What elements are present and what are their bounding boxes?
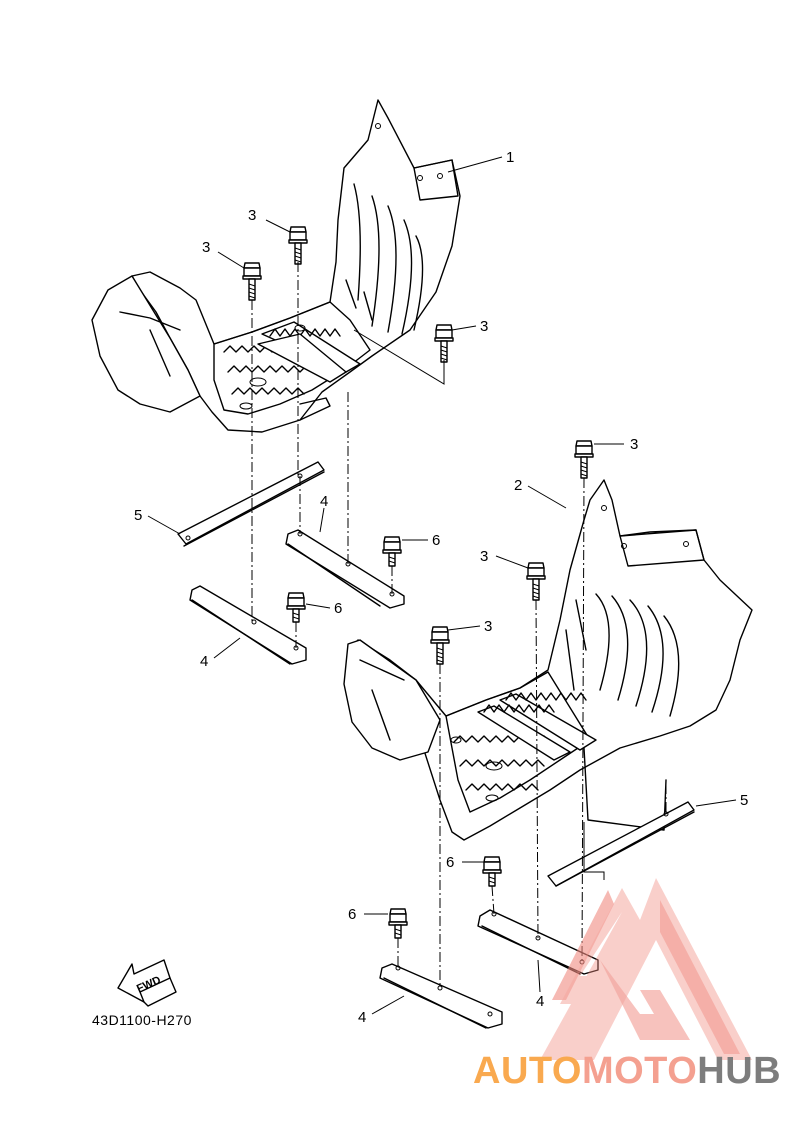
bracket-4-middle [189, 585, 307, 665]
bracket-5-lower [547, 801, 695, 887]
callout-4-a: 4 [320, 493, 328, 510]
bracket-4-lower-right [477, 909, 599, 975]
callout-4-d: 4 [358, 1009, 366, 1026]
callout-6-d: 6 [348, 906, 356, 923]
callout-1: 1 [506, 149, 514, 166]
part-code: 43D1100-H270 [92, 1012, 192, 1028]
bolt-3-d [574, 440, 594, 479]
bolt-3-d-guide [583, 822, 605, 880]
callout-2: 2 [514, 477, 522, 494]
bracket-5-upper [177, 461, 325, 547]
callout-3-c: 3 [480, 318, 488, 335]
callout-3-d: 3 [630, 436, 638, 453]
callout-leaders [147, 156, 737, 1015]
bolt-6-b [286, 592, 306, 623]
bolt-3-e [526, 562, 546, 601]
callout-6-a: 6 [432, 532, 440, 549]
callout-4-c: 4 [536, 993, 544, 1010]
watermark-brand: AUTOMOTOHUB [473, 1050, 781, 1093]
bracket-4-lower-left [379, 963, 503, 1029]
callout-4-b: 4 [200, 653, 208, 670]
automotohub-logo-icon [540, 878, 752, 1060]
bolt-6-c [482, 856, 502, 887]
bolt-3-b [242, 262, 262, 301]
callout-6-c: 6 [446, 854, 454, 871]
bolt-3-f [430, 626, 450, 665]
callout-5-b: 5 [740, 792, 748, 809]
callout-6-b: 6 [334, 600, 342, 617]
bolt-6-d [388, 908, 408, 939]
fwd-arrow-icon: FWD [117, 959, 177, 1007]
bracket-4-upper [285, 529, 405, 609]
brand-moto: MOTO [581, 1050, 698, 1092]
callout-3-b: 3 [202, 239, 210, 256]
callout-5-a: 5 [134, 507, 142, 524]
skid-plate-lower [343, 479, 753, 841]
assembly-lines [251, 262, 667, 988]
bolt-6-a [382, 536, 402, 567]
callout-3-e: 3 [480, 548, 488, 565]
callout-3-f: 3 [484, 618, 492, 635]
brand-hub: HUB [697, 1050, 782, 1092]
bolt-3-c [434, 324, 454, 363]
callout-3-a: 3 [248, 207, 256, 224]
skid-plate-upper [91, 99, 461, 433]
bolt-3-a [288, 226, 308, 265]
bolt-3-c-guide [353, 329, 445, 385]
brand-auto: AUTO [473, 1050, 582, 1092]
